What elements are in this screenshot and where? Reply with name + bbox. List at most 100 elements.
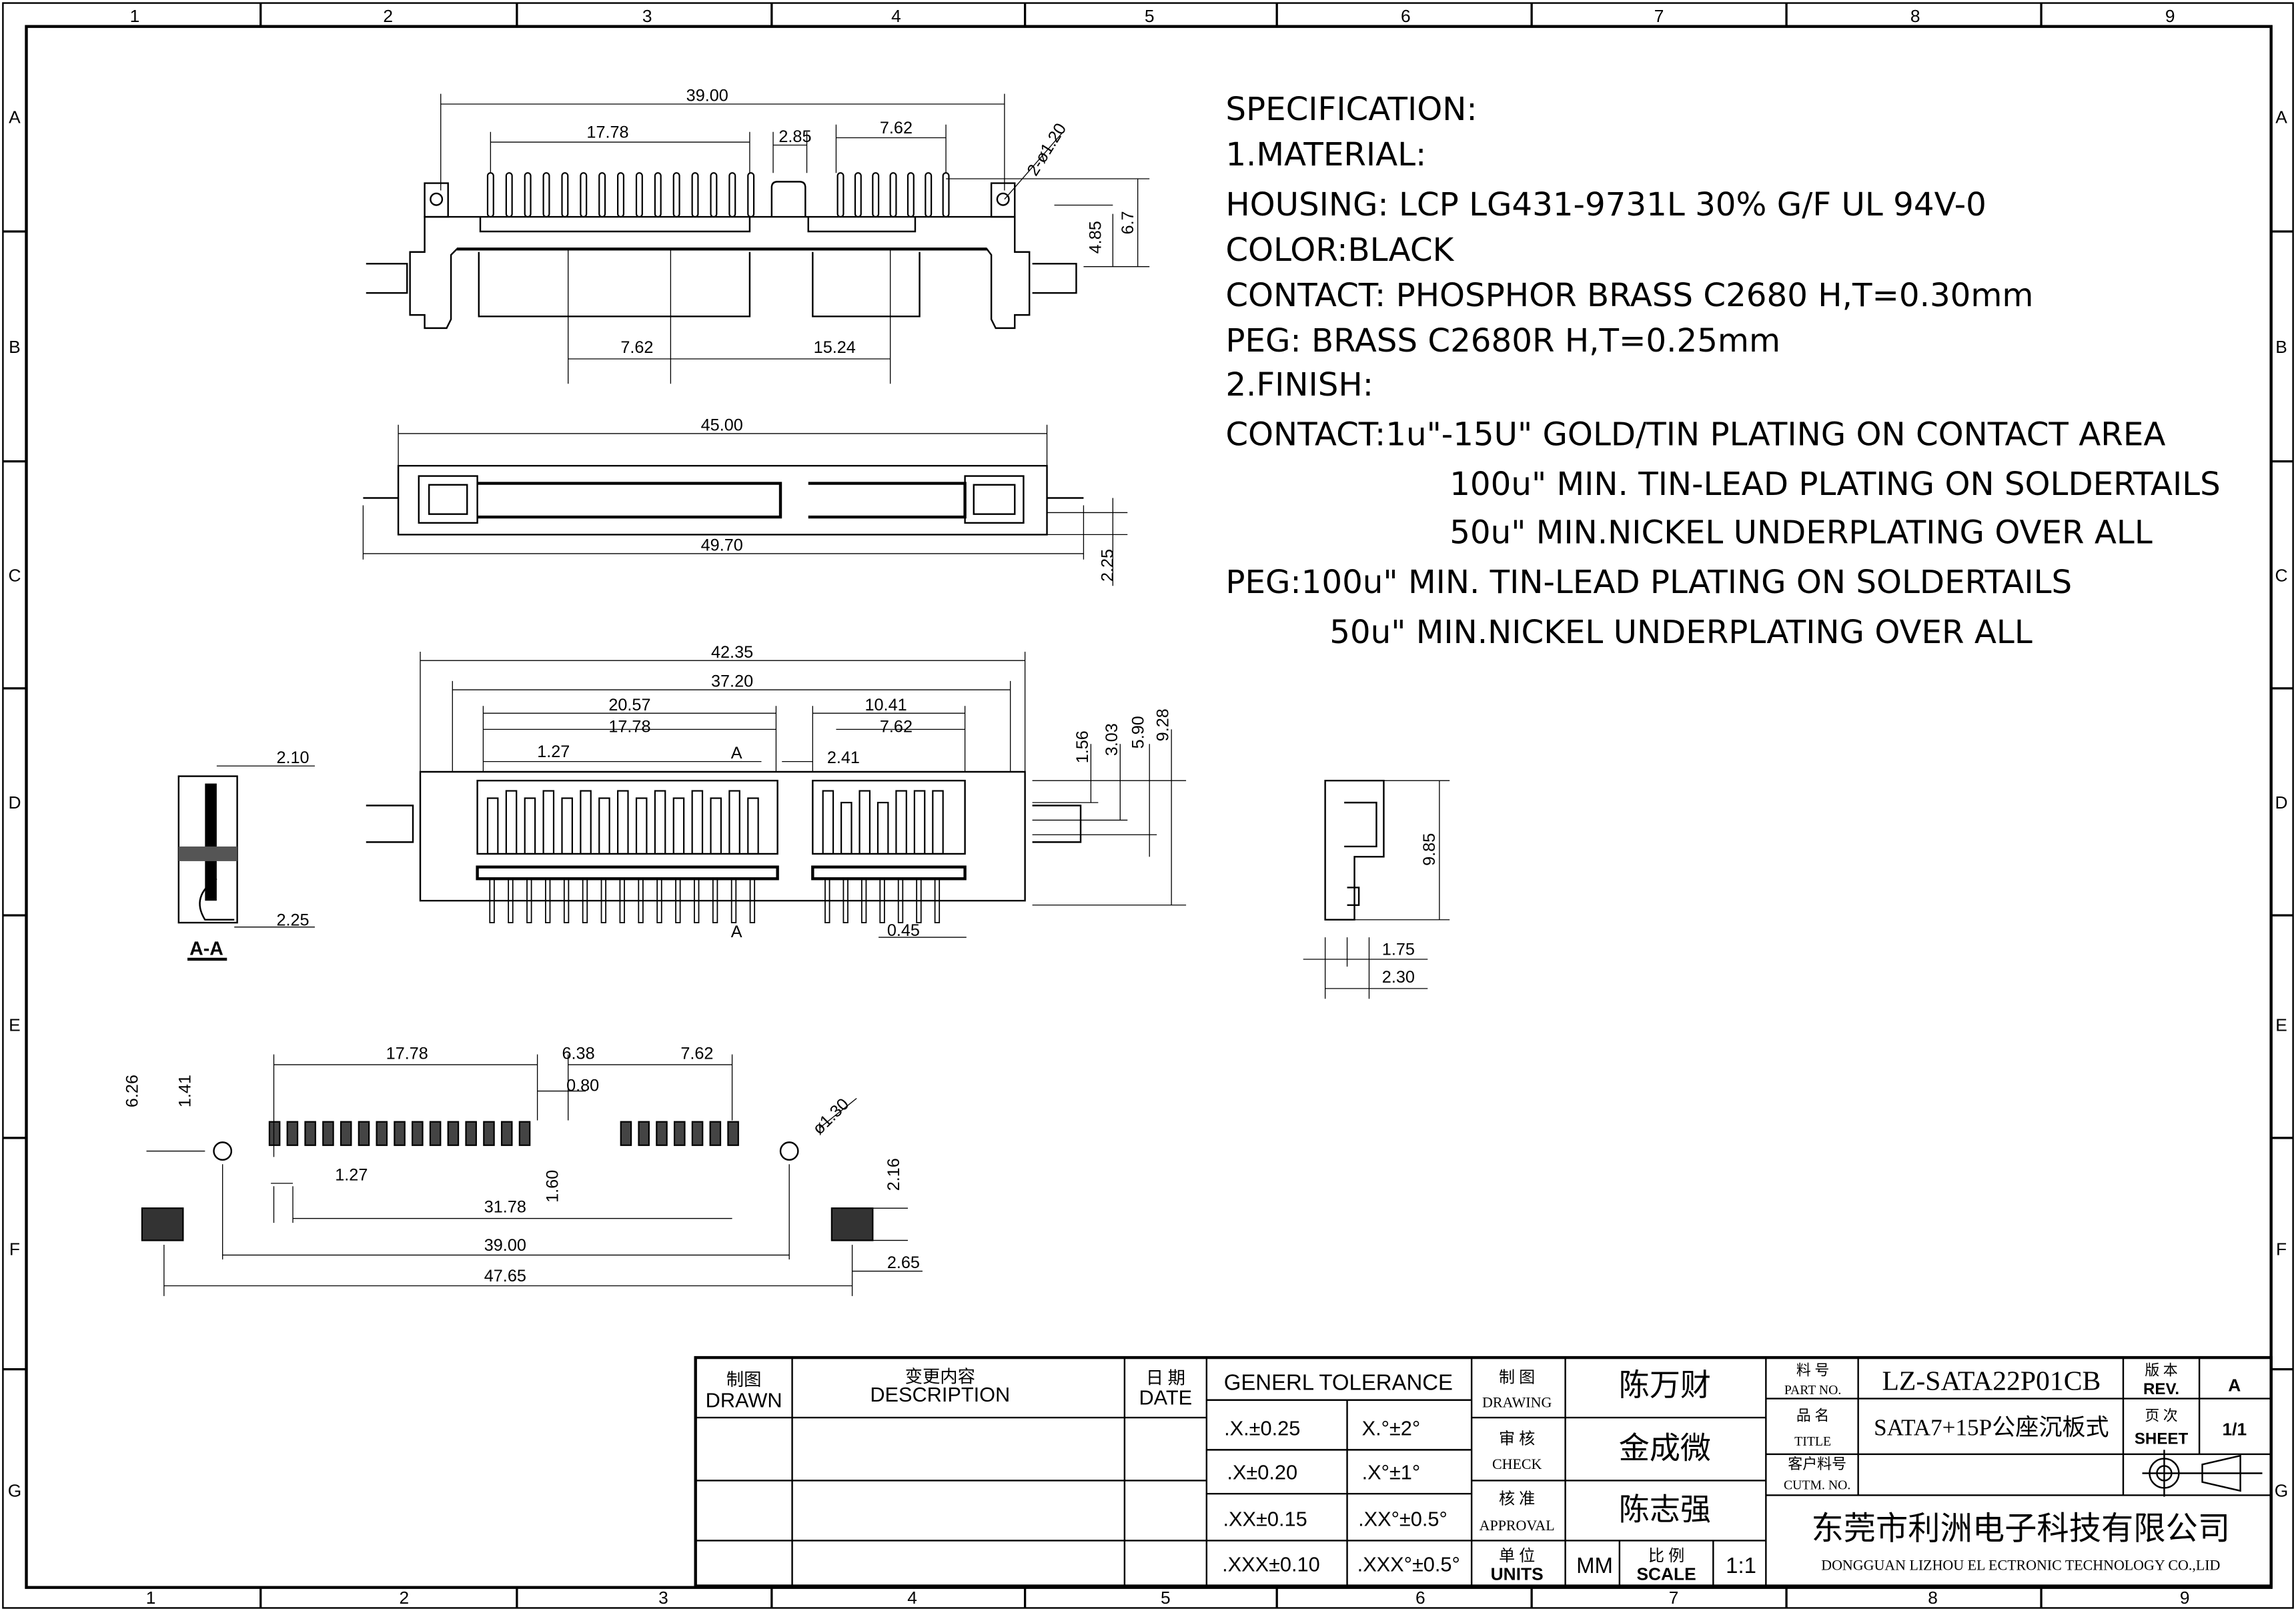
grid-row-label: E (9, 1015, 21, 1035)
tolerance-angular: .XXX°±0.5° (1357, 1553, 1460, 1576)
description-label-cn: 变更内容 (905, 1367, 975, 1386)
dimension-label: 17.78 (586, 123, 628, 142)
solder-pad (518, 1121, 531, 1146)
solder-pad (656, 1121, 668, 1146)
tolerance-linear: .XX±0.15 (1223, 1508, 1307, 1531)
dimension-label: 10.41 (865, 696, 907, 714)
check-name: 金成微 (1619, 1432, 1711, 1466)
grid-col-label: 2 (400, 1588, 410, 1608)
contact-pin (840, 802, 852, 855)
date-label: DATE (1139, 1386, 1193, 1409)
dimension-label: 17.78 (608, 718, 650, 736)
solder-tail (656, 878, 662, 923)
date-label-cn: 日 期 (1146, 1369, 1185, 1388)
title-label-cn: 品 名 (1796, 1407, 1829, 1424)
solder-tail (749, 878, 756, 923)
dimension-label: 5.90 (1129, 716, 1147, 748)
tolerance-angular: .XX°±0.5° (1358, 1508, 1448, 1531)
product-title: SATA7+15P公座沉板式 (1874, 1414, 2109, 1440)
specification-notes: SPECIFICATION: 1.MATERIAL: HOUSING: LCP … (1225, 91, 2220, 651)
drawing-label: DRAWING (1482, 1394, 1552, 1411)
contact-pin (895, 790, 907, 855)
units-value: MM (1576, 1553, 1613, 1578)
dimension-label: 1.60 (543, 1170, 562, 1203)
contact-pin (710, 172, 718, 218)
contact-pin (836, 172, 844, 218)
solder-pad (709, 1121, 722, 1146)
description-label: DESCRIPTION (870, 1383, 1010, 1406)
solder-tail (934, 878, 941, 923)
pcb-footprint: 17.78 6.38 7.62 0.80 6.26 1.41 ø1.30 1.2… (123, 1044, 923, 1296)
contact-pin (617, 172, 625, 218)
tolerance-linear: .X±0.20 (1227, 1460, 1297, 1484)
contact-pin (858, 790, 871, 855)
contact-pin (598, 797, 610, 855)
rev-label: REV. (2143, 1380, 2179, 1398)
bottom-view: 45.00 49.70 2.25 (362, 416, 1128, 586)
dimension-label: 1.27 (335, 1165, 368, 1184)
sheet-label: SHEET (2135, 1430, 2189, 1448)
dimension-label: 31.78 (484, 1198, 526, 1217)
spec-line: SPECIFICATION: (1225, 91, 1477, 128)
contact-pin (889, 172, 897, 218)
solder-tail (842, 878, 848, 923)
grid-row-label: E (2275, 1015, 2287, 1035)
dimension-label: 1.75 (1382, 940, 1415, 959)
solder-tail (619, 878, 625, 923)
contact-pin (542, 172, 550, 218)
dimension-label: 2.65 (887, 1253, 920, 1272)
solder-tail (526, 878, 532, 923)
grid-col-label: 7 (1654, 6, 1664, 26)
contact-pin (672, 172, 680, 218)
grid-col-label: 6 (1415, 1588, 1425, 1608)
dimension-label: 1.27 (537, 742, 570, 761)
grid-row-label: C (8, 566, 21, 586)
solder-tail (489, 878, 495, 923)
solder-pad (727, 1121, 739, 1146)
spec-line: PEG:100u" MIN. TIN-LEAD PLATING ON SOLDE… (1225, 564, 2072, 601)
spec-line: 2.FINISH: (1225, 366, 1373, 404)
sheet-value: 1/1 (2222, 1419, 2247, 1439)
solder-pad (412, 1121, 424, 1146)
contact-pin (617, 790, 629, 855)
contact-pin (505, 172, 513, 218)
grid-col-label: 3 (658, 1588, 668, 1608)
tolerance-header: GENERL TOLERANCE (1224, 1370, 1453, 1394)
dimension-label: 15.24 (814, 338, 856, 357)
grid-col-label: 2 (383, 6, 393, 26)
drawn-label-cn: 制图 (726, 1370, 762, 1390)
dimension-label: 9.28 (1154, 708, 1173, 741)
solder-pad (322, 1121, 334, 1146)
dimension-label: 6.38 (562, 1044, 595, 1063)
dimension-label: 49.70 (701, 536, 743, 555)
contact-pin (747, 797, 759, 855)
solder-tail (879, 878, 885, 923)
solder-pad (500, 1121, 513, 1146)
approval-name: 陈志强 (1619, 1493, 1711, 1527)
solder-pad (483, 1121, 495, 1146)
company-name: DONGGUAN LIZHOU EL ECTRONIC TECHNOLOGY C… (1821, 1556, 2220, 1573)
grid-col-label: 4 (907, 1588, 917, 1608)
solder-pad (447, 1121, 460, 1146)
solder-pad (638, 1121, 650, 1146)
solder-tail (563, 878, 570, 923)
projection-symbol-icon (2142, 1450, 2263, 1497)
dimension-label: 3.03 (1103, 723, 1121, 756)
contact-pin (747, 172, 755, 218)
grid-row-label: G (8, 1481, 21, 1501)
dimension-label: 6.26 (123, 1075, 141, 1107)
contact-pin (635, 172, 643, 218)
sheet-label-cn: 页 次 (2145, 1407, 2177, 1424)
scale-label-cn: 比 例 (1648, 1547, 1684, 1565)
approval-label: APPROVAL (1480, 1517, 1555, 1534)
grid-col-label: 9 (2180, 1588, 2190, 1608)
contact-pin (925, 172, 933, 218)
contact-pin (932, 790, 944, 855)
solder-tail (916, 878, 922, 923)
units-label-cn: 单 位 (1499, 1547, 1535, 1565)
grid-col-label: 1 (146, 1588, 156, 1608)
rev-value: A (2228, 1376, 2241, 1396)
dimension-label: 2.30 (1382, 968, 1415, 987)
solder-tail (600, 878, 607, 923)
